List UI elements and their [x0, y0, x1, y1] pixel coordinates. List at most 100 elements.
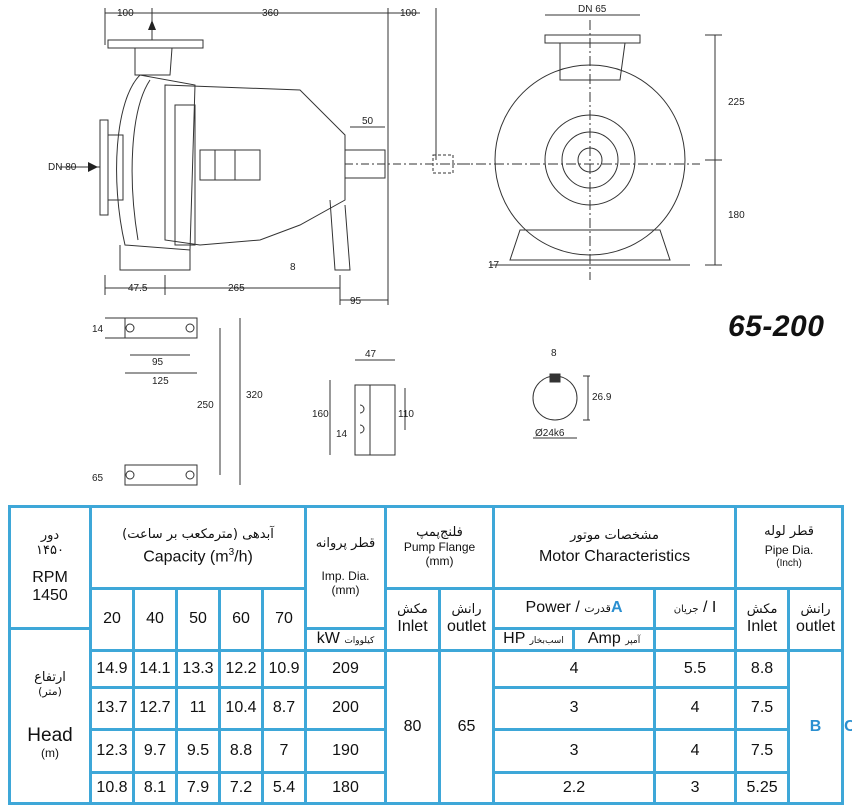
dim-265: 265 [228, 283, 245, 294]
dim-14-foot: 14 [336, 429, 348, 440]
power-mark: A [610, 599, 623, 617]
head-r4-c2: 8.1 [132, 771, 178, 805]
hp-fa-label: اسب‌بخار [529, 636, 564, 647]
technical-drawing: 100 360 100 DN 65 50 DN 80 225 180 8 17 … [48, 4, 745, 486]
impeller-fa-label: قطر پروانه [315, 536, 376, 552]
hp-r1: 5.5 [653, 649, 738, 689]
dim-14-base: 14 [92, 324, 104, 335]
dim-17: 17 [488, 260, 500, 271]
pipe-header: قطر لوله Pipe Dia. (Inch) [734, 505, 845, 590]
head-r1-c5: 10.9 [260, 649, 308, 689]
capacity-col-3: 50 [175, 587, 221, 652]
dim-110: 110 [398, 409, 414, 420]
head-r2-c3: 11 [175, 686, 221, 731]
current-separator: / [703, 599, 708, 617]
impeller-header: قطر پروانه Imp. Dia. (mm) [304, 505, 388, 630]
pipe-outlet-fa: رانش [800, 601, 831, 617]
capacity-en-label: Capacity (m3/h) [143, 547, 253, 566]
head-r1-c1: 14.9 [89, 649, 135, 689]
dim-100-left: 100 [117, 8, 134, 19]
dim-dn80: DN 80 [48, 162, 77, 173]
capacity-header: آبدهی (مترمکعب بر ساعت) Capacity (m3/h) [88, 505, 308, 590]
flange-outlet-en: outlet [446, 617, 487, 635]
dim-180: 180 [728, 210, 745, 221]
dim-95-bottom: 95 [350, 296, 362, 307]
dim-95-base: 95 [152, 357, 164, 368]
dim-8-key: 8 [551, 348, 557, 359]
amp-en-label: Amp [587, 630, 621, 648]
dim-125: 125 [152, 376, 169, 387]
flange-outlet-value: 65 [438, 649, 496, 805]
pipe-outlet-en: outlet [795, 617, 836, 635]
head-r2-c4: 10.4 [218, 686, 264, 731]
hp-r2: 4 [653, 686, 738, 731]
pipe-inlet-value: B [787, 649, 845, 805]
head-r3-c1: 12.3 [89, 728, 135, 774]
pipe-inlet-header: مکش Inlet [734, 587, 791, 652]
head-r4-c3: 7.9 [175, 771, 221, 805]
hp-r4: 3 [653, 771, 738, 805]
flange-inlet-header: مکش Inlet [384, 587, 442, 652]
flange-fa-label: فلنج‌پمپ [416, 525, 463, 541]
amp-r2: 7.5 [734, 686, 791, 731]
imp-r1: 209 [304, 649, 388, 689]
spec-table: دور ۱۴۵۰ RPM 1450 آبدهی (مترمکعب بر ساعت… [8, 505, 852, 805]
hp-r3: 4 [653, 728, 738, 774]
head-en-unit: (m) [41, 745, 59, 760]
flange-unit: (mm) [425, 553, 454, 568]
kw-r3: 3 [492, 728, 657, 774]
kw-header: kW کیلووات [304, 627, 388, 652]
amp-r1: 8.8 [734, 649, 791, 689]
rpm-en-value: 1450 [32, 587, 68, 605]
dim-dn65: DN 65 [578, 4, 607, 15]
pipe-en-label: Pipe Dia. [764, 543, 814, 558]
dim-26-9: 26.9 [592, 392, 612, 403]
power-separator: / [575, 599, 580, 617]
pipe-inlet-en: Inlet [746, 617, 778, 635]
flange-outlet-fa: رانش [451, 601, 482, 617]
head-r4-c1: 10.8 [89, 771, 135, 805]
head-r1-c4: 12.2 [218, 649, 264, 689]
amp-r3: 7.5 [734, 728, 791, 774]
dim-225: 225 [728, 97, 745, 108]
power-fa-label: قدرت [584, 602, 611, 616]
rpm-cell: دور ۱۴۵۰ RPM 1450 [8, 505, 92, 630]
rpm-fa-label: دور [40, 528, 60, 544]
current-header: جریان / I [653, 587, 738, 630]
dim-100-right: 100 [400, 8, 417, 19]
model-title: 65-200 [728, 310, 825, 343]
current-fa-label: جریان [673, 604, 699, 616]
flange-en-label: Pump Flange [403, 540, 476, 555]
power-header: Power / قدرتA [492, 587, 657, 630]
kw-r4: 2.2 [492, 771, 657, 805]
head-r3-c2: 9.7 [132, 728, 178, 774]
dim-360: 360 [262, 8, 279, 19]
flange-inlet-en: Inlet [397, 617, 428, 635]
head-fa-label: ارتفاع [34, 670, 66, 686]
imp-r3: 190 [304, 728, 388, 774]
dim-8: 8 [290, 262, 296, 273]
hp-header: HP اسب‌بخار [492, 627, 576, 652]
dim-47-5: 47.5 [128, 283, 148, 294]
dim-50: 50 [362, 116, 374, 127]
rpm-fa-value: ۱۴۵۰ [36, 543, 64, 559]
pipe-outlet-header: رانش outlet [787, 587, 845, 652]
impeller-en-label: Imp. Dia. [321, 569, 370, 584]
capacity-fa-label: آبدهی (مترمکعب بر ساعت) [122, 527, 274, 543]
pipe-fa-label: قطر لوله [764, 524, 814, 540]
head-r2-c1: 13.7 [89, 686, 135, 731]
amp-fa-label: آمپر [625, 636, 641, 647]
dim-320: 320 [246, 390, 263, 401]
head-r2-c2: 12.7 [132, 686, 178, 731]
flange-inlet-fa: مکش [397, 601, 428, 617]
head-en-label: Head [27, 724, 73, 746]
motor-header: مشخصات موتور Motor Characteristics [492, 505, 738, 590]
capacity-col-1: 20 [89, 587, 135, 652]
impeller-unit: (mm) [331, 582, 360, 597]
kw-r1: 4 [492, 649, 657, 689]
dim-47: 47 [365, 349, 377, 360]
head-r3-c3: 9.5 [175, 728, 221, 774]
dim-160: 160 [312, 409, 329, 420]
head-r1-c2: 14.1 [132, 649, 178, 689]
dim-250: 250 [197, 400, 214, 411]
